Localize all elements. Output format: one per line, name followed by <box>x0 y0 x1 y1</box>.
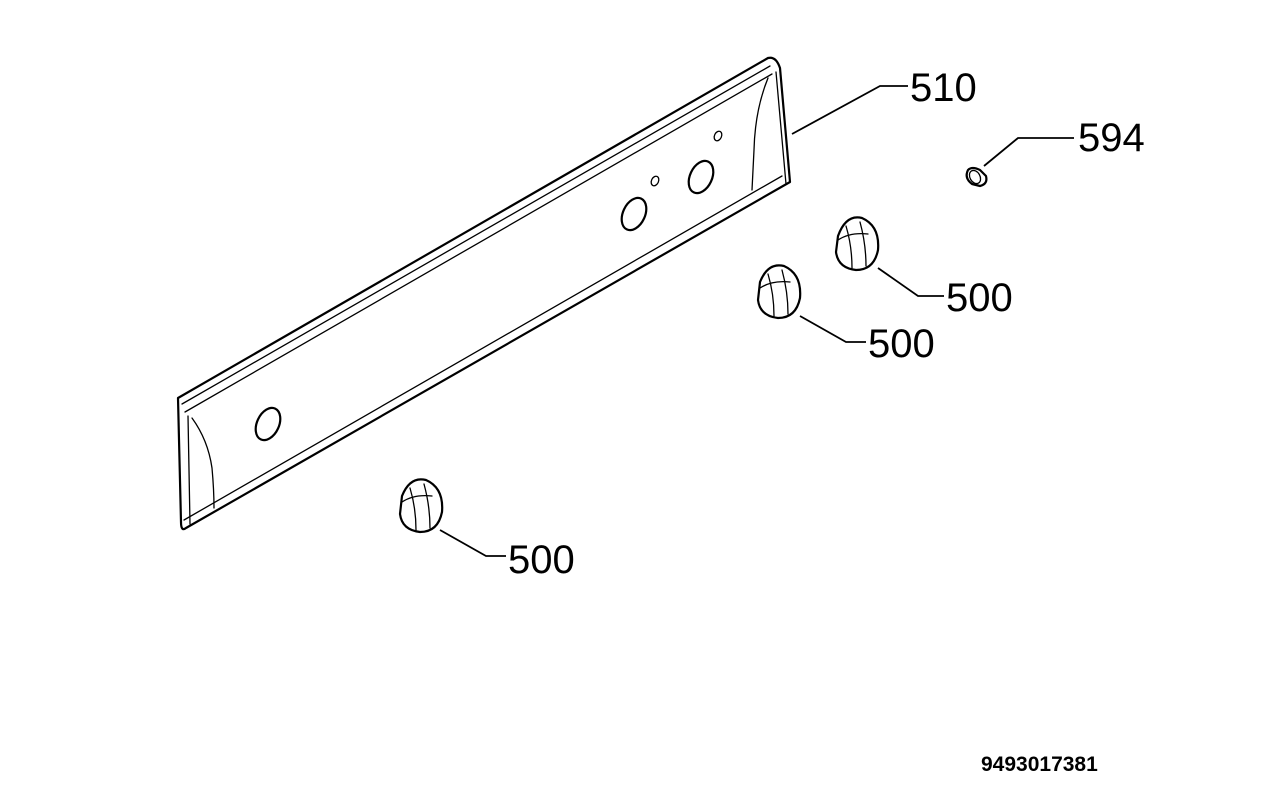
callout-500-upper: 500 <box>946 276 1013 320</box>
leader-lines <box>439 85 1074 557</box>
callout-510: 510 <box>910 66 977 110</box>
indicator-lamp-part <box>965 166 988 188</box>
drawing-code: 9493017381 <box>981 753 1098 776</box>
callout-500-lower: 500 <box>508 538 575 582</box>
knob-middle-right <box>756 264 802 320</box>
knob-upper-right <box>834 216 880 272</box>
callout-500-middle: 500 <box>868 322 935 366</box>
knob-lower-left <box>398 478 444 534</box>
control-panel-part <box>176 56 792 531</box>
callout-594: 594 <box>1078 116 1145 160</box>
